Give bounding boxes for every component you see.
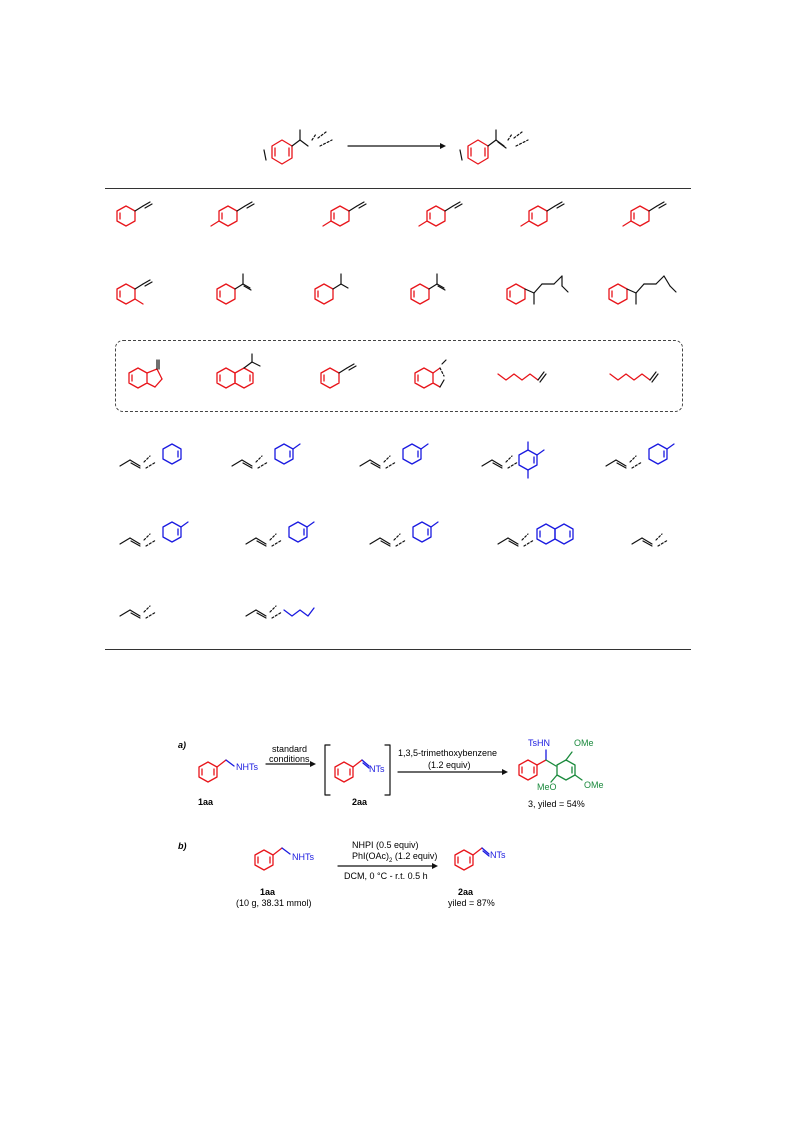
scheme-a-label: a) (178, 740, 187, 750)
scheme-a-intermediate-group: NTs (369, 764, 385, 774)
substrate-alpha-methylstyrene (216, 273, 252, 305)
scheme-b-product-yield: yiled = 87% (448, 898, 495, 908)
reagent-alkyl (119, 605, 157, 619)
scheme-a-product-meo: MeO (537, 782, 557, 792)
scheme-a-product-ome-right: OMe (584, 780, 604, 790)
substrate-4-methylstyrene (622, 201, 667, 227)
substrate-4-methylstyrene (322, 201, 367, 227)
scheme-b-reactant-id: 1aa (260, 887, 276, 897)
substrate-benzofused-ring (414, 359, 447, 389)
substrate-4-methylstyrene (520, 201, 565, 227)
scheme-b-cond-equiv: (1.2 equiv) (392, 851, 438, 861)
reagent-p-tolyl (359, 443, 429, 469)
general-product-structure (459, 129, 529, 165)
scheme-b-reactant (254, 847, 291, 871)
scheme-a-product-ome-top: OMe (574, 738, 594, 748)
scheme-a-step2-equiv: (1.2 equiv) (428, 760, 471, 770)
reagent-mesityl (481, 441, 545, 479)
general-substrate-structure (263, 129, 333, 165)
scheme-a-reactant-group: NHTs (236, 762, 258, 772)
substrate-phenyl-diene (608, 275, 677, 305)
scheme-b-structures (254, 847, 490, 871)
table-bottom-rule (105, 649, 691, 650)
scheme-b-product (454, 847, 490, 871)
scheme-b-product-group: NTs (490, 850, 506, 860)
substrate-styrene (116, 201, 153, 227)
substrate-2-methylstyrene (116, 279, 153, 305)
scheme-a-product (518, 749, 583, 783)
scheme-b-cond-oxidant: PhI(OAc) (352, 851, 390, 861)
substrate-1-hexene (609, 371, 659, 383)
intermediate-bracket (324, 744, 391, 796)
scheme-a-step1-line2: conditions (269, 754, 310, 764)
substrate-4-methylstyrene (210, 201, 255, 227)
scheme-a-step2-reagent: 1,3,5-trimethoxybenzene (398, 748, 498, 758)
substrate-vinylnaphthalene (216, 353, 261, 389)
reagent-alkyl (631, 533, 669, 547)
substrate-alpha-methylstyrene (410, 273, 446, 305)
scheme-a-structures (198, 744, 583, 796)
scheme-b-reactant-scale: (10 g, 38.31 mmol) (236, 898, 312, 908)
scheme-a-reactant (198, 759, 235, 783)
scheme-b-cond-line3: DCM, 0 °C - r.t. 0.5 h (344, 871, 428, 881)
substrate-phenyl-diene (506, 275, 569, 305)
substrate-1-hexene (497, 371, 547, 383)
scheme-a-intermediate (334, 759, 370, 783)
substrate-vinylarene (320, 363, 357, 389)
scheme-a-step1-line1: standard (272, 744, 308, 754)
reagent-phenyl (119, 443, 182, 469)
scheme-b-reactant-group: NHTs (292, 852, 314, 862)
reagent-p-tolyl (231, 443, 301, 469)
substrate-alpha-methylstyrene (314, 273, 349, 305)
substrate-methyleneindane (128, 359, 163, 389)
scheme-b-cond-line2: PhI(OAc)2 (1.2 equiv) (352, 851, 437, 866)
reagent-p-tolyl (369, 521, 439, 547)
reagent-propyl (245, 605, 315, 619)
general-reaction (263, 129, 529, 165)
scheme-b-label: b) (178, 841, 187, 851)
scheme-b-product-id: 2aa (458, 887, 474, 897)
scheme-a-product-nh: TsHN (528, 738, 550, 748)
substrate-4-methylstyrene (418, 201, 463, 227)
substrate-grid (116, 201, 677, 619)
dashed-substrate-box (115, 340, 683, 412)
table-top-rule (105, 188, 691, 189)
scheme-b-cond-line1: NHPI (0.5 equiv) (352, 840, 419, 850)
scheme-b-cond-subscript: 2 (389, 857, 393, 864)
scheme-a-intermediate-id: 2aa (352, 797, 368, 807)
reagent-p-tolyl (245, 521, 315, 547)
reagent-2-naphthyl (497, 523, 574, 547)
reagent-p-tolyl (119, 521, 189, 547)
scheme-a-product-yield: 3, yiled = 54% (528, 799, 585, 809)
scheme-a-reactant-id: 1aa (198, 797, 214, 807)
reagent-p-tolyl (605, 443, 675, 469)
